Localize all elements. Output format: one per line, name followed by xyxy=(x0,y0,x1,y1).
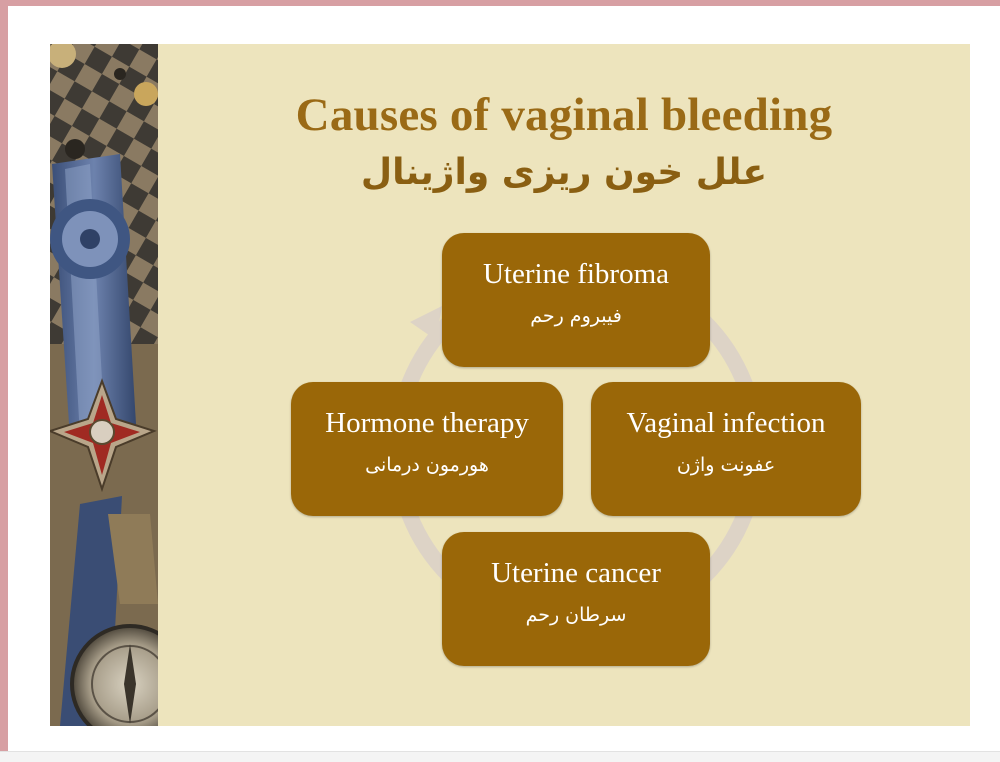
node-label-fa: عفونت واژن xyxy=(591,454,861,476)
window-frame-left xyxy=(0,0,8,761)
node-label-en: Uterine cancer xyxy=(442,556,710,590)
node-label-en: Uterine fibroma xyxy=(442,257,710,291)
slide-title: Causes of vaginal bleeding xyxy=(158,88,970,142)
window-frame-top xyxy=(0,0,1000,6)
node-label-fa: هورمون درمانی xyxy=(291,454,563,476)
cycle-node-vaginal-infection: Vaginal infection عفونت واژن xyxy=(591,382,861,516)
node-label-fa: فیبروم رحم xyxy=(442,305,710,327)
slide: Causes of vaginal bleeding علل خون ریزی … xyxy=(50,44,970,726)
node-label-en: Hormone therapy xyxy=(291,406,563,440)
slide-title-persian: علل خون ریزی واژینال xyxy=(158,152,970,193)
cycle-node-hormone-therapy: Hormone therapy هورمون درمانی xyxy=(291,382,563,516)
window-frame-bottom xyxy=(0,751,1000,762)
cycle-node-uterine-cancer: Uterine cancer سرطان رحم xyxy=(442,532,710,666)
decorative-photo-strip xyxy=(50,44,158,726)
cycle-node-uterine-fibroma: Uterine fibroma فیبروم رحم xyxy=(442,233,710,367)
node-label-en: Vaginal infection xyxy=(591,406,861,440)
medal-photo-image xyxy=(50,44,158,726)
node-label-fa: سرطان رحم xyxy=(442,604,710,626)
